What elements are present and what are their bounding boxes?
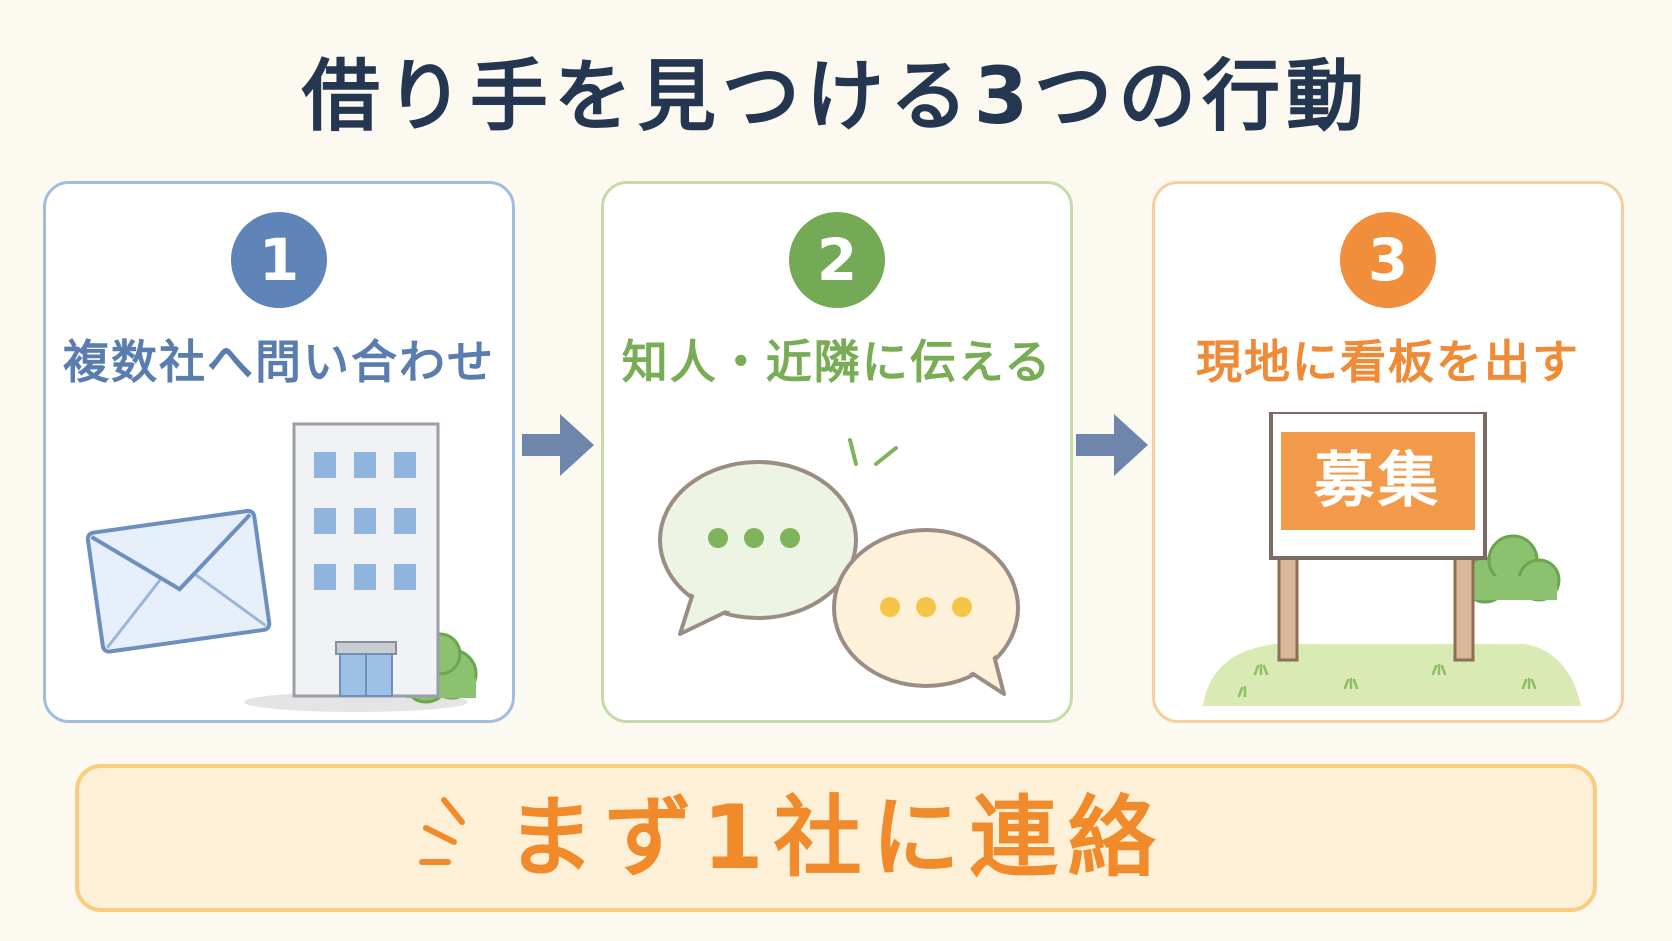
step-card-2: 2 知人・近隣に伝える: [601, 181, 1073, 723]
signboard-illustration: [1203, 412, 1581, 706]
emphasis-spark-icon: [419, 797, 465, 865]
excitement-marks: [848, 438, 898, 466]
inquiry-illustration: [85, 422, 478, 712]
chat-illustration: [658, 438, 1020, 696]
envelope-icon: [85, 508, 272, 654]
grass-icon: [1203, 644, 1581, 706]
banner-text: まず1社に連絡: [506, 786, 1166, 889]
step-number-3: 3: [1340, 212, 1436, 308]
arrow-right-icon: [1076, 414, 1148, 476]
step-card-1: 1 複数社へ問い合わせ: [43, 181, 515, 723]
step-label-1: 複数社へ問い合わせ: [63, 335, 495, 389]
step-label-2: 知人・近隣に伝える: [621, 335, 1053, 389]
step-label-3: 現地に看板を出す: [1196, 335, 1580, 389]
arrow-right-icon: [522, 414, 594, 476]
speech-bubble-icon: [832, 528, 1020, 696]
speech-bubble-icon: [658, 460, 858, 636]
sign-text: 募集: [1314, 446, 1442, 516]
step-number-2: 2: [789, 212, 885, 308]
step-card-3: 3 現地に看板を出す 募集: [1152, 181, 1624, 723]
step-number-1: 1: [231, 212, 327, 308]
page-title: 借り手を見つける3つの行動: [301, 52, 1371, 142]
office-building-icon: [292, 422, 440, 698]
signboard-icon: [1269, 412, 1487, 662]
call-to-action-banner: まず1社に連絡: [75, 764, 1597, 912]
